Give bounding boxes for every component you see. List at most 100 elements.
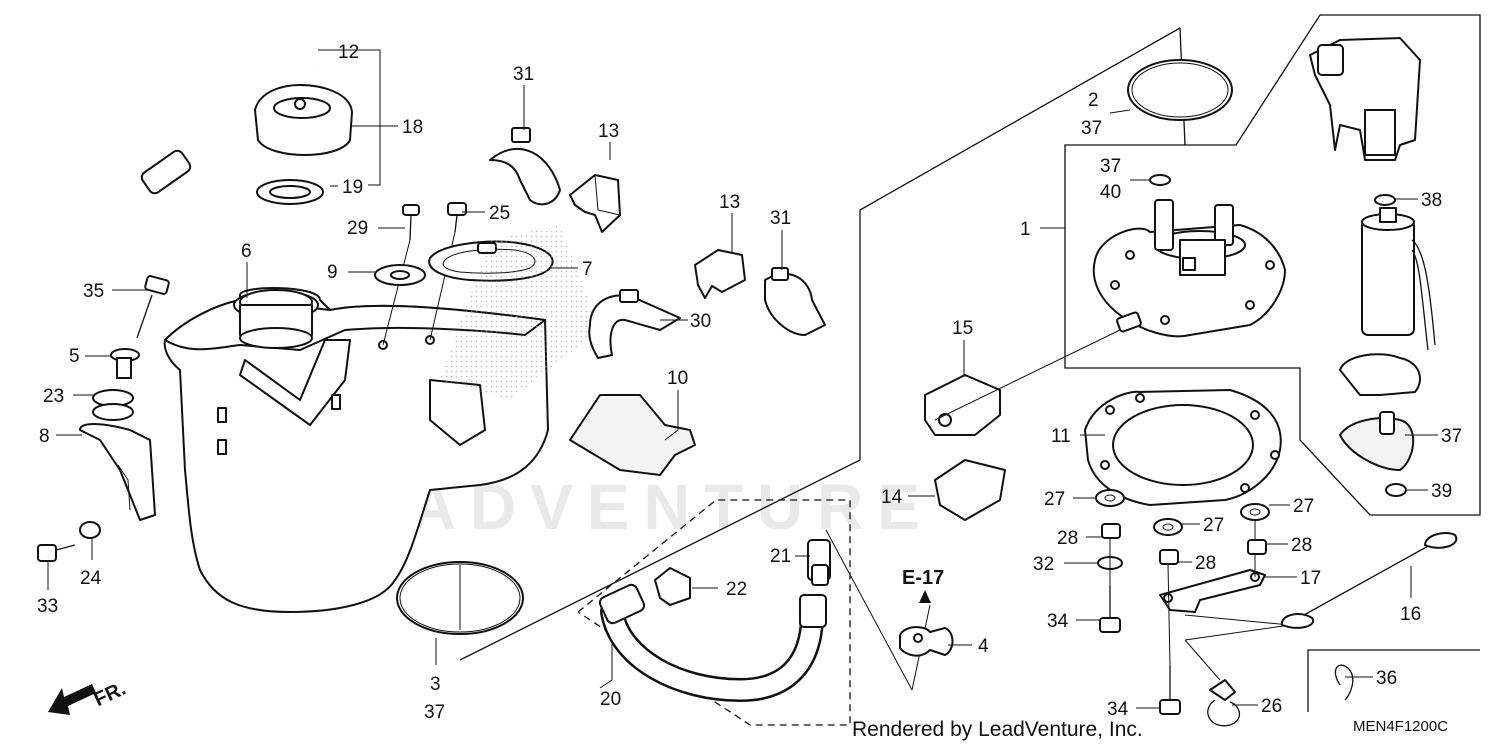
callout-labels: 12 18 19 31 13 29 25 6 9 7 13 31 35 30 5…: [37, 42, 1462, 723]
callout-27-middle: 27: [1203, 515, 1224, 536]
bolt-34-b: [1159, 665, 1181, 715]
callout-21: 21: [770, 546, 791, 567]
callout-32: 32: [1033, 554, 1054, 575]
holder-14: [934, 459, 1006, 521]
front-label: FR.: [91, 678, 129, 712]
callout-34-top: 34: [1047, 611, 1069, 632]
callout-13-top: 13: [598, 121, 619, 142]
collar-28-a: [1101, 523, 1121, 539]
callout-24: 24: [80, 568, 102, 589]
clip-13-middle: [694, 249, 746, 299]
clip-4: [899, 626, 954, 657]
band-30: [588, 289, 681, 359]
callout-31-top: 31: [513, 64, 534, 85]
washer-27-a: [1095, 489, 1125, 507]
callout-18: 18: [402, 117, 423, 138]
callout-23: 23: [43, 386, 64, 407]
collar-5: [110, 348, 140, 379]
callout-37-bottom: 37: [424, 702, 445, 723]
joint-21: [807, 539, 831, 586]
callout-11: 11: [1051, 426, 1071, 447]
washer-24: [79, 521, 101, 539]
callout-28-middle: 28: [1195, 553, 1216, 574]
callout-37-filter: 37: [1441, 426, 1462, 447]
breather-tube-12: [140, 32, 319, 195]
callout-4: 4: [978, 636, 989, 657]
bolt-33: [37, 544, 76, 562]
band-31-middle: [764, 267, 826, 336]
gasket-11: [1084, 389, 1282, 506]
callout-20: 20: [600, 689, 621, 710]
clamp-15: [924, 374, 1001, 436]
o-ring-2: [1127, 59, 1233, 121]
callout-31-middle: 31: [770, 208, 791, 229]
callout-22: 22: [726, 579, 747, 600]
collar-28-c: [1247, 539, 1267, 555]
reference-label-e17[interactable]: E-17: [902, 567, 944, 589]
washer-27-b: [1153, 518, 1183, 536]
cover-10: [569, 394, 696, 476]
callout-9: 9: [327, 262, 338, 283]
callout-10: 10: [667, 368, 688, 389]
callout-33: 33: [37, 596, 58, 617]
callout-1: 1: [1020, 219, 1031, 240]
callout-25: 25: [489, 203, 510, 224]
callout-28-left: 28: [1057, 528, 1078, 549]
callout-27-right: 27: [1293, 496, 1314, 517]
callout-12: 12: [338, 42, 359, 63]
callout-13-middle: 13: [719, 192, 740, 213]
strap-16: [1280, 532, 1458, 629]
callout-37-pump-top: 37: [1100, 156, 1121, 177]
callout-5: 5: [69, 346, 80, 367]
callout-30: 30: [690, 311, 711, 332]
rubber-23: [92, 389, 134, 421]
callout-8: 8: [39, 426, 50, 447]
pump-motor: [1361, 207, 1436, 351]
clip-22: [654, 567, 691, 606]
fuel-pump-1: [1092, 199, 1286, 338]
leader-lines: [47, 49, 1438, 709]
ring-39: [1385, 483, 1407, 497]
callout-34-bottom: 34: [1107, 699, 1129, 720]
pump-holder: [1339, 353, 1421, 396]
ring-40: [1149, 174, 1171, 186]
callout-29: 29: [347, 218, 368, 239]
callout-3: 3: [430, 674, 441, 695]
callout-7: 7: [582, 259, 593, 280]
diagram-code: MEN4F1200C: [1353, 718, 1449, 735]
callout-17: 17: [1300, 568, 1321, 589]
front-arrow: [48, 684, 96, 715]
callout-28-right: 28: [1291, 535, 1312, 556]
band-31-top: [489, 127, 561, 206]
fuel-cap-18: [254, 84, 353, 156]
callout-14: 14: [881, 487, 903, 508]
callout-36: 36: [1376, 668, 1397, 689]
callout-37-ring: 37: [1081, 118, 1102, 139]
callout-26: 26: [1261, 696, 1282, 717]
callout-27-left: 27: [1044, 489, 1065, 510]
callout-39: 39: [1431, 481, 1452, 502]
filter-37: [1339, 411, 1415, 471]
clip-36: [1334, 664, 1354, 701]
washer-27-c: [1240, 503, 1270, 521]
callout-16: 16: [1400, 604, 1421, 625]
bolt-29: [402, 204, 420, 241]
bolt-35: [136, 275, 170, 339]
stay-17: [1159, 569, 1266, 613]
clip-13-top: [569, 174, 621, 233]
callout-19: 19: [342, 177, 363, 198]
clip-26: [1207, 679, 1241, 727]
bolt-34-a: [1099, 585, 1121, 633]
pump-bracket: [1309, 37, 1421, 161]
credit-text: Rendered by LeadVenture, Inc.: [852, 718, 1143, 741]
callout-35: 35: [83, 281, 104, 302]
bolt-25: [447, 202, 467, 233]
callout-6: 6: [241, 241, 252, 262]
fuel-hose-20: [598, 583, 827, 703]
callout-40: 40: [1100, 182, 1121, 203]
collar-28-b: [1159, 549, 1179, 565]
callout-15: 15: [952, 318, 973, 339]
callout-2: 2: [1088, 90, 1099, 111]
callout-38: 38: [1421, 190, 1442, 211]
